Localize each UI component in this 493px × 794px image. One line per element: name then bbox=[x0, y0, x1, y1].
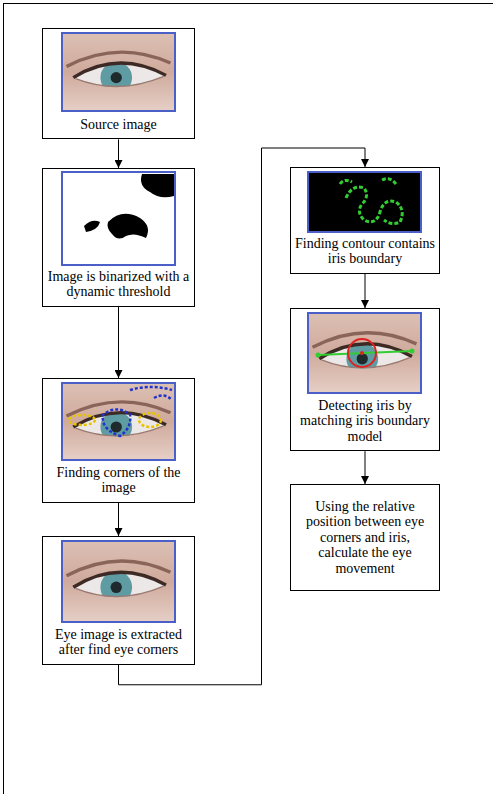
contour-image bbox=[308, 172, 421, 232]
figure-frame bbox=[3, 3, 493, 4]
process-box: Using the relative position between eye … bbox=[290, 484, 440, 591]
box-label: Image is binarized with a dynamic thresh… bbox=[47, 269, 190, 300]
flow-arrow bbox=[118, 307, 119, 378]
corner-image bbox=[62, 383, 175, 460]
flow-arrow bbox=[365, 274, 366, 308]
box-label: Using the relative position between eye … bbox=[295, 499, 435, 576]
binary-image bbox=[62, 172, 175, 265]
flow-arrow bbox=[118, 503, 119, 536]
flow-arrow bbox=[365, 451, 366, 484]
photo-frame bbox=[62, 541, 175, 622]
box-label: Eye image is extracted after find eye co… bbox=[47, 627, 190, 658]
process-box: Finding corners of the image bbox=[42, 378, 195, 503]
process-box: Image is binarized with a dynamic thresh… bbox=[42, 168, 195, 307]
eye-photo bbox=[62, 33, 175, 111]
photo-frame bbox=[62, 33, 175, 111]
process-box: Eye image is extracted after find eye co… bbox=[42, 536, 195, 665]
box-label: Finding corners of the image bbox=[47, 465, 190, 496]
iris-detection-image bbox=[308, 313, 421, 393]
box-label: Source image bbox=[47, 117, 190, 132]
eye-photo bbox=[62, 541, 175, 622]
process-box: Source image bbox=[42, 28, 195, 139]
box-label: Finding contour contains iris boundary bbox=[295, 236, 435, 267]
box-label: Detecting iris by matching iris boundary… bbox=[295, 398, 435, 444]
process-box: Detecting iris by matching iris boundary… bbox=[290, 308, 440, 451]
flow-arrow bbox=[118, 139, 119, 168]
process-box: Finding contour contains iris boundary bbox=[290, 167, 440, 274]
figure-frame bbox=[3, 3, 4, 794]
